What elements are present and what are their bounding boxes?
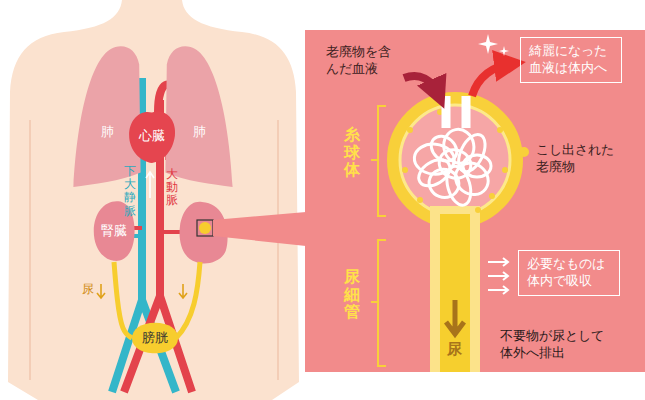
- urine-label: 尿: [447, 340, 462, 360]
- tubule-core: [440, 214, 470, 372]
- node-text: 必要なものは体内で吸収: [527, 256, 611, 290]
- node-text: 心臓: [139, 128, 165, 145]
- node-text: 綺麗になった血液は体内へ: [529, 43, 613, 77]
- note-label: こし出された老廃物: [536, 142, 620, 176]
- waste-particle: [475, 207, 481, 213]
- bracket-glomerulus: [371, 106, 386, 216]
- note-label: 不要物が尿として体外へ排出: [500, 328, 610, 362]
- sparkles: [478, 34, 509, 56]
- capillary-loop: [453, 130, 490, 176]
- bladder: 膀胱: [132, 322, 178, 354]
- waste-particle: [417, 197, 423, 203]
- zoom-wedge: [213, 212, 306, 246]
- part-label: 尿細管: [344, 268, 360, 321]
- waste-particle: [502, 167, 508, 173]
- urine-label: 尿: [82, 282, 94, 298]
- capsule-inner-ring: [400, 105, 510, 215]
- waste-particle: [407, 127, 413, 133]
- ureter-right: [176, 262, 200, 338]
- waste-particle: [489, 193, 495, 199]
- capillary-loop: [435, 145, 475, 182]
- absorb-arrows: [488, 258, 508, 294]
- zoom-spot: [199, 222, 211, 234]
- node-text: 肺: [101, 124, 114, 141]
- node-text: 膀胱: [142, 330, 168, 347]
- dirty-blood-arrow: [404, 76, 438, 94]
- bladder-shape: [132, 323, 178, 354]
- waste-particle: [497, 127, 503, 133]
- absorb-box: 必要なものは体内で吸収: [518, 250, 620, 296]
- ureter: [114, 262, 132, 338]
- part-label: 糸球体: [344, 126, 360, 179]
- renal-veins: [134, 234, 142, 238]
- bowman-capsule: [393, 98, 517, 222]
- renal-vessels: [134, 228, 182, 232]
- vessel-label: 大動脈: [166, 168, 178, 208]
- capillary-tangle: [402, 109, 508, 213]
- urine-arrow-left: [97, 284, 105, 298]
- lung-right-shape: [165, 46, 232, 187]
- flow-arrow-up: [146, 172, 154, 198]
- zoom-square: [197, 220, 213, 236]
- waste-dot: [519, 147, 529, 157]
- capillary-loop: [425, 165, 463, 202]
- waste-particle: [402, 167, 408, 173]
- body-silhouette: [8, 0, 299, 400]
- afferent-vessels: [446, 96, 466, 128]
- node-text: 腎臓: [101, 223, 127, 240]
- clean-blood-box: 綺麗になった血液は体内へ: [520, 37, 622, 83]
- bracket-tubule: [371, 240, 386, 366]
- urine-flow-arrow: [446, 300, 464, 334]
- node-text: 肺: [193, 124, 206, 141]
- tubule: [430, 206, 480, 372]
- vessel-label: 下大静脈: [124, 165, 136, 218]
- heart: 心臓: [126, 108, 178, 164]
- note-label: 老廃物を含んだ血液: [326, 44, 396, 78]
- detail-panel: [305, 30, 645, 372]
- urine-arrow-right: [179, 284, 187, 298]
- clean-blood-arrow: [472, 64, 510, 96]
